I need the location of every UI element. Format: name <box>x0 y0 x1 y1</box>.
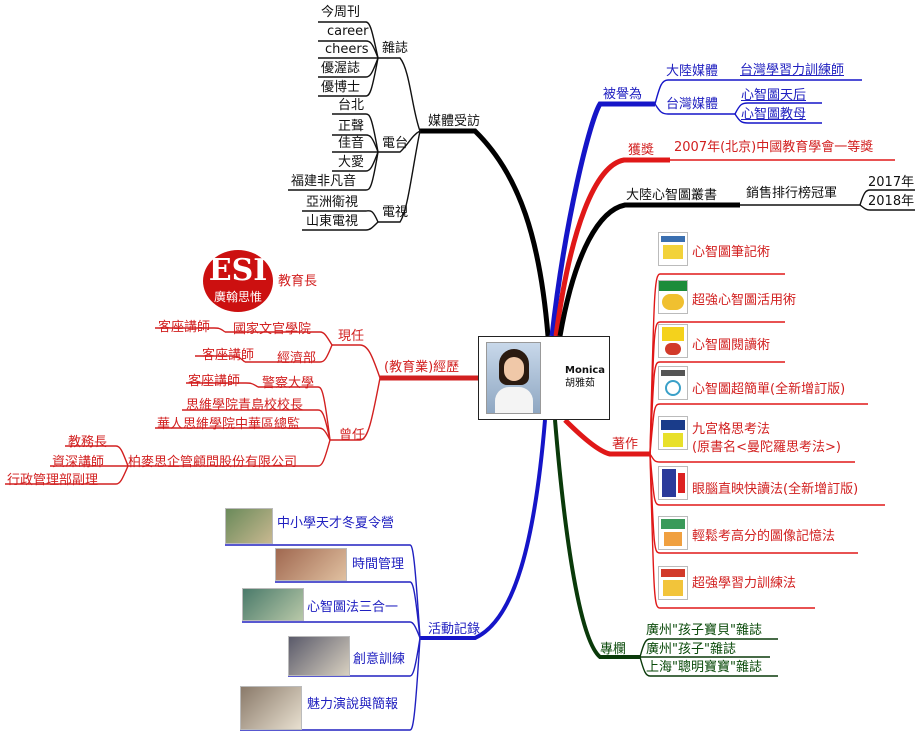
trunk-books <box>563 418 650 457</box>
praised-mainland-label[interactable]: 大陸媒體 <box>666 64 719 79</box>
former-central[interactable]: 華人思維學院中華區總監 <box>157 417 301 432</box>
current-label[interactable]: 現任 <box>338 329 365 344</box>
former-company-role[interactable]: 資深講師 <box>52 455 105 470</box>
column-label[interactable]: 專欄 <box>600 642 627 657</box>
former-label[interactable]: 曾任 <box>339 428 366 443</box>
center-name-en: Monica <box>565 365 606 376</box>
praised-taiwan-item[interactable]: 心智圖教母 <box>741 107 807 122</box>
book-title[interactable]: 心智圖閱讀術 <box>692 338 771 353</box>
activity-item[interactable]: 時間管理 <box>352 557 405 572</box>
book-cover-learning-icon <box>658 566 688 600</box>
former-police-org[interactable]: 警察大學 <box>262 376 315 391</box>
book-title[interactable]: 心智圖筆記術 <box>692 245 771 260</box>
trunk-series <box>557 202 740 337</box>
activity-item[interactable]: 心智圖法三合一 <box>307 600 399 615</box>
books-label[interactable]: 著作 <box>612 437 639 452</box>
activities-label[interactable]: 活動記錄 <box>428 622 481 637</box>
book-cover-application-icon <box>658 280 688 314</box>
series-label[interactable]: 大陸心智圖叢書 <box>626 188 718 203</box>
trunk-award <box>553 157 670 337</box>
magazine-item[interactable]: 優博士 <box>321 80 361 95</box>
former-company-role[interactable]: 行政管理部副理 <box>7 473 99 488</box>
current-role[interactable]: 客座講師 <box>202 348 255 363</box>
trunk-column <box>553 419 640 659</box>
book-cover-notes-icon <box>658 232 688 266</box>
former-company[interactable]: 柏麥思企管顧問股份有限公司 <box>128 455 298 470</box>
media-label[interactable]: 媒體受訪 <box>428 114 481 129</box>
magazine-item[interactable]: 今周刊 <box>321 5 361 20</box>
center-node[interactable]: Monica 胡雅茹 <box>478 336 610 420</box>
book-cover-reading-icon <box>658 324 688 358</box>
former-company-role[interactable]: 教務長 <box>68 435 108 450</box>
portrait-photo <box>486 342 541 414</box>
esi-logo-subtext: 廣翰思惟 <box>213 290 262 304</box>
book-title[interactable]: 輕鬆考高分的圖像記憶法 <box>692 529 836 544</box>
series-bestseller[interactable]: 銷售排行榜冠軍 <box>746 186 838 201</box>
activity-photo-creative-icon <box>288 636 350 676</box>
award-text[interactable]: 2007年(北京)中國教育學會一等獎 <box>674 140 874 155</box>
magazine-label[interactable]: 雜誌 <box>382 41 409 56</box>
praised-mainland-item[interactable]: 台灣學習力訓練師 <box>740 63 845 78</box>
book-title[interactable]: 心智圖超簡單(全新增訂版) <box>692 382 846 397</box>
radio-item[interactable]: 福建非凡音 <box>291 174 357 189</box>
activity-photo-speech-icon <box>240 686 302 730</box>
former-police-role[interactable]: 客座講師 <box>188 374 241 389</box>
praised-taiwan-label[interactable]: 台灣媒體 <box>666 97 719 112</box>
praised-label[interactable]: 被譽為 <box>603 87 643 102</box>
current-org[interactable]: 經濟部 <box>277 351 317 366</box>
book-cover-memory-icon <box>658 516 688 550</box>
activity-item[interactable]: 魅力演說與簡報 <box>307 697 399 712</box>
book-title[interactable]: 九宮格思考法 <box>692 422 771 437</box>
magazine-item[interactable]: career <box>327 24 369 39</box>
book-title[interactable]: 超強心智圖活用術 <box>692 293 797 308</box>
column-item[interactable]: 上海"聰明寶寶"雜誌 <box>646 660 762 675</box>
magazine-item[interactable]: 優渥誌 <box>321 61 361 76</box>
award-label[interactable]: 獲獎 <box>628 143 655 158</box>
trunk-media <box>420 128 551 337</box>
esi-logo-icon: ESI 廣翰思惟 <box>203 250 273 312</box>
radio-item[interactable]: 大愛 <box>338 155 365 170</box>
tv-item[interactable]: 亞洲衛視 <box>306 195 359 210</box>
activity-item[interactable]: 中小學天才冬夏令營 <box>277 516 395 531</box>
activity-photo-time-icon <box>275 548 347 581</box>
tv-item[interactable]: 山東電視 <box>306 214 359 229</box>
magazine-item[interactable]: cheers <box>325 42 369 57</box>
current-org[interactable]: 國家文官學院 <box>233 322 312 337</box>
career-label[interactable]: (教育業)經歷 <box>384 360 460 375</box>
column-item[interactable]: 廣州"孩子寶貝"雜誌 <box>646 623 762 638</box>
current-role[interactable]: 客座講師 <box>158 320 211 335</box>
activity-photo-mindmap-icon <box>242 588 304 621</box>
book-title[interactable]: 眼腦直映快讀法(全新增訂版) <box>692 482 859 497</box>
trunk-activities <box>420 419 547 640</box>
book-cover-ninegrid-icon <box>658 416 688 450</box>
series-year[interactable]: 2017年 <box>868 175 915 190</box>
radio-item[interactable]: 台北 <box>338 98 365 113</box>
book-subtitle[interactable]: (原書名<曼陀羅思考法>) <box>692 440 841 455</box>
trunk-praised <box>549 101 655 337</box>
book-title[interactable]: 超強學習力訓練法 <box>692 576 797 591</box>
activity-item[interactable]: 創意訓練 <box>353 652 406 667</box>
esi-title[interactable]: 教育長 <box>278 274 318 289</box>
radio-label[interactable]: 電台 <box>382 136 409 151</box>
book-cover-simple-icon <box>658 366 688 400</box>
tv-label[interactable]: 電視 <box>382 205 409 220</box>
former-qingdao[interactable]: 思維學院青島校校長 <box>186 398 304 413</box>
series-year[interactable]: 2018年 <box>868 194 915 209</box>
praised-taiwan-item[interactable]: 心智圖天后 <box>741 88 807 103</box>
radio-item[interactable]: 佳音 <box>338 136 365 151</box>
book-cover-speedread-icon <box>658 466 688 500</box>
center-name-zh: 胡雅茹 <box>565 378 595 389</box>
activity-photo-camp-icon <box>225 508 273 544</box>
column-item[interactable]: 廣州"孩子"雜誌 <box>646 642 736 657</box>
radio-item[interactable]: 正聲 <box>338 119 365 134</box>
esi-logo-text: ESI <box>208 253 268 288</box>
